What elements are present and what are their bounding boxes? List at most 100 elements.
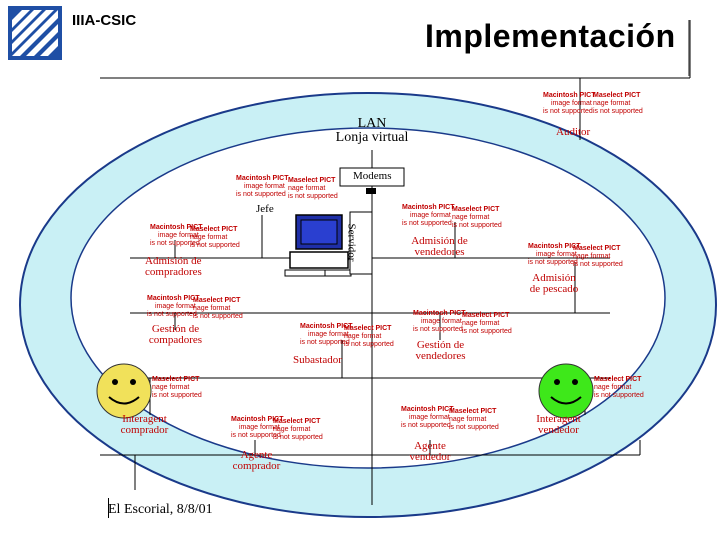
pict-placeholder: Macintosh PICT image format is not suppo… — [402, 204, 455, 228]
inner-lan-area — [70, 127, 666, 469]
pict-line2: nage format — [573, 253, 611, 261]
footer-divider — [108, 498, 109, 518]
pict-line1: Maselect PICT — [452, 206, 500, 213]
agente-vendedor-label: Agente vendedor — [400, 441, 460, 463]
pict-line2: nage format — [273, 426, 311, 434]
agente-vendedor-line2: vendedor — [409, 451, 451, 463]
pict-placeholder: Maselect PICT nage format is not support… — [573, 245, 623, 269]
lan-label: LAN Lonja virtual — [312, 117, 432, 145]
pict-placeholder: Maselect PICT nage format is not support… — [462, 312, 512, 336]
admision-vendedores-label: Admisión de vendedores — [402, 236, 477, 258]
interagent-comprador-line2: comprador — [120, 424, 169, 436]
pict-line1: Macintosh PICT — [300, 323, 353, 330]
agente-comprador-label: Agente comprador — [224, 450, 289, 472]
pict-line1: Maselect PICT — [462, 312, 510, 319]
pict-line1: Macintosh PICT — [236, 175, 289, 182]
pict-line2: image format — [536, 251, 577, 259]
pict-placeholder: Macintosh PICT image format is not suppo… — [236, 175, 289, 199]
pict-line2: nage format — [452, 214, 490, 222]
pict-line1: Maselect PICT — [344, 325, 392, 332]
subastador-label: Subastador — [293, 354, 342, 366]
pict-line1: Maselect PICT — [273, 418, 321, 425]
pict-line3: is not supported — [300, 339, 350, 347]
pict-line2: nage format — [193, 305, 231, 313]
pict-line1: Maselect PICT — [573, 245, 621, 252]
lan-label-line2: Lonja virtual — [335, 130, 409, 145]
admision-compradores-line1: Admisión de — [145, 255, 202, 267]
interagent-vendedor-line2: vendedor — [538, 424, 579, 436]
pict-line3: is not supported — [190, 242, 240, 250]
pict-line3: is not supported — [147, 311, 197, 319]
agente-comprador-line1: Agente — [240, 449, 273, 461]
gestion-vendedores-line1: Gestión de — [416, 339, 465, 351]
pict-line2: nage format — [449, 416, 487, 424]
lan-label-line1: LAN — [357, 116, 387, 131]
pict-line2: nage format — [190, 234, 228, 242]
organization-label: IIIA-CSIC — [72, 12, 137, 29]
pict-placeholder: Macintosh PICT image format is not suppo… — [231, 416, 284, 440]
pict-line2: nage format — [288, 185, 326, 193]
pict-line1: Macintosh PICT — [150, 224, 203, 231]
footer-text: El Escorial, 8/8/01 — [108, 502, 213, 517]
pict-line1: Maselect PICT — [190, 226, 238, 233]
pict-placeholder: Macintosh PICT image format is not suppo… — [528, 243, 581, 267]
pict-line1: Macintosh PICT — [528, 243, 581, 250]
pict-line1: Maselect PICT — [288, 177, 336, 184]
pict-placeholder: Macintosh PICT image format is not suppo… — [300, 323, 353, 347]
admision-pescado-label: Admisión de pescado — [524, 273, 584, 295]
pict-line3: is not supported — [236, 191, 286, 199]
pict-line2: nage format — [152, 384, 190, 392]
pict-placeholder: Maselect PICT nage format is not support… — [152, 376, 202, 400]
pict-placeholder: Maselect PICT nage format is not support… — [288, 177, 338, 201]
pict-line2: image format — [239, 424, 280, 432]
pict-line1: Maselect PICT — [594, 376, 642, 383]
pict-line3: is not supported — [594, 392, 644, 400]
modems-port — [366, 188, 376, 194]
pict-placeholder: Maselect PICT nage format is not support… — [452, 206, 502, 230]
pict-line3: is not supported — [449, 424, 499, 432]
pict-placeholder: Macintosh PICT image format is not suppo… — [147, 295, 200, 319]
auditor-label: Auditor — [556, 126, 591, 138]
pict-line2: image format — [410, 212, 451, 220]
pict-line3: is not supported — [462, 328, 512, 336]
pict-line2: image format — [409, 414, 450, 422]
pict-line1: Macintosh PICT — [402, 204, 455, 211]
pict-line2: nage format — [593, 100, 631, 108]
pict-line3: is not supported — [402, 220, 452, 228]
pict-line2: image format — [158, 232, 199, 240]
admision-vendedores-line1: Admisión de — [411, 235, 468, 247]
pict-line3: is not supported — [231, 432, 281, 440]
server-computer-icon — [284, 214, 352, 277]
pict-line2: image format — [421, 318, 462, 326]
pict-line3: is not supported — [452, 222, 502, 230]
pict-line3: is not supported — [573, 261, 623, 269]
pict-line2: image format — [244, 183, 285, 191]
pict-line2: nage format — [594, 384, 632, 392]
pict-placeholder: Maselect PICT nage format is not support… — [273, 418, 323, 442]
pict-placeholder: Maselect PICT nage format is not support… — [344, 325, 394, 349]
servidor-label: Servidor — [345, 223, 358, 262]
pict-line3: is not supported — [593, 108, 643, 116]
iiia-logo — [8, 6, 62, 60]
pict-placeholder: Maselect PICT nage format is not support… — [594, 376, 644, 400]
agente-vendedor-line1: Agente — [414, 440, 446, 452]
pict-line3: is not supported — [413, 326, 463, 334]
gestion-compradores-line1: Gestión de — [151, 323, 200, 335]
admision-pescado-line1: Admisión — [532, 272, 576, 284]
pict-line3: is not supported — [401, 422, 451, 430]
pict-placeholder: Macintosh PICT image format is not suppo… — [401, 406, 454, 430]
pict-line1: Macintosh PICT — [147, 295, 200, 302]
interagent-vendedor-line1: Interagent — [536, 413, 581, 425]
pict-line3: is not supported — [528, 259, 578, 267]
pict-placeholder: Maselect PICT nage format is not support… — [193, 297, 243, 321]
gestion-compradores-label: Gestión de compadores — [143, 324, 208, 346]
pict-placeholder: Maselect PICT nage format is not support… — [190, 226, 240, 250]
pict-line1: Maselect PICT — [449, 408, 497, 415]
admision-compradores-line2: compradores — [145, 266, 202, 278]
pict-line3: is not supported — [344, 341, 394, 349]
pict-line1: Maselect PICT — [193, 297, 241, 304]
admision-compradores-label: Admisión de compradores — [145, 256, 202, 278]
pict-placeholder: Macintosh PICT image format is not suppo… — [543, 92, 596, 116]
pict-line2: image format — [551, 100, 592, 108]
pict-line3: is not supported — [193, 313, 243, 321]
